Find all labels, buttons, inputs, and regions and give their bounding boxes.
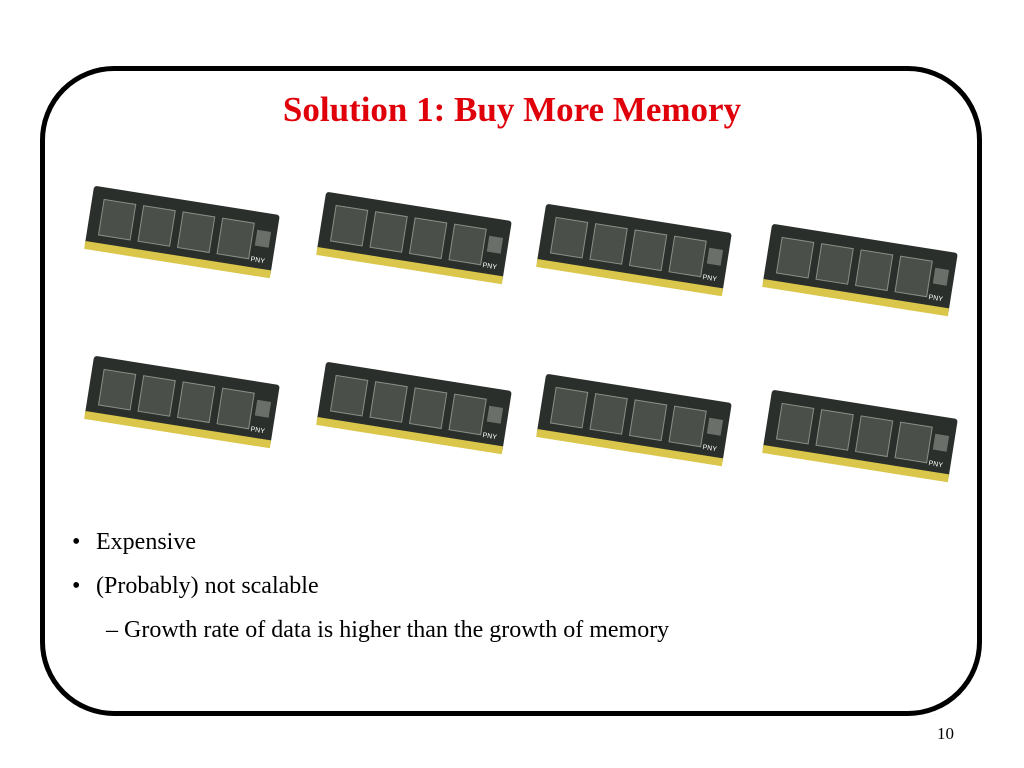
slide-frame (40, 66, 982, 716)
ram-module-icon: PNY (530, 196, 738, 304)
dash-marker: – (106, 617, 118, 643)
bullet-text: Expensive (96, 529, 196, 555)
module-label: PNY (702, 444, 718, 453)
module-label: PNY (928, 460, 944, 469)
ram-module-icon: PNY (756, 382, 964, 490)
sub-bullet-item: –Growth rate of data is higher than the … (70, 610, 950, 654)
bullet-item: Expensive (70, 522, 950, 566)
ram-module-icon: PNY (756, 216, 964, 324)
module-label: PNY (482, 262, 498, 271)
bullet-text: Growth rate of data is higher than the g… (124, 617, 670, 643)
memory-modules-image: PNY PNY (78, 160, 978, 550)
ram-module-icon: PNY (530, 366, 738, 474)
ram-module-icon: PNY (310, 184, 518, 292)
ram-module-icon: PNY (310, 354, 518, 462)
ram-module-icon: PNY (78, 178, 286, 286)
module-label: PNY (482, 432, 498, 441)
page-number: 10 (937, 724, 954, 743)
bullet-list: Expensive (Probably) not scalable –Growt… (70, 522, 950, 654)
module-label: PNY (250, 426, 266, 435)
bullet-text: (Probably) not scalable (96, 573, 319, 599)
module-label: PNY (928, 294, 944, 303)
module-label: PNY (250, 256, 266, 265)
module-label: PNY (702, 274, 718, 283)
bullet-item: (Probably) not scalable (70, 566, 950, 610)
ram-module-icon: PNY (78, 348, 286, 456)
slide-title: Solution 1: Buy More Memory (282, 90, 742, 129)
